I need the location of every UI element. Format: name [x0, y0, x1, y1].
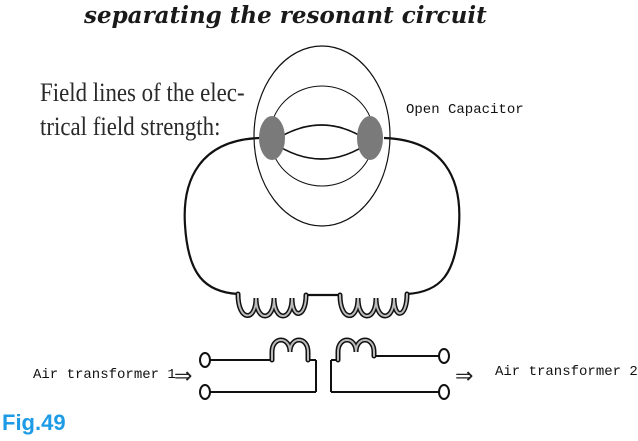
- terminal-1a: [199, 352, 211, 368]
- capacitor-plate-left: [259, 116, 285, 160]
- capacitor-plate-right: [357, 116, 383, 160]
- transformer-1-circuit: [210, 359, 317, 393]
- loop-coil-right: [337, 291, 410, 319]
- arrow-icon-2: ⇒: [455, 364, 473, 389]
- resonant-loop-wire: [183, 136, 461, 297]
- transformer-2-circuit: [330, 355, 440, 393]
- loop-coil-left: [235, 291, 309, 319]
- field-line-inner-bottom: [271, 141, 371, 160]
- terminal-1b: [199, 384, 211, 400]
- open-capacitor-label: Open Capacitor: [406, 102, 524, 118]
- arrow-icon-1: ⇒: [174, 364, 192, 389]
- loop-wire-left: [183, 136, 261, 296]
- air-transformer-1-label: Air transformer 1: [33, 367, 176, 383]
- air-transformer-2-label: Air transformer 2: [495, 364, 638, 380]
- figure-caption: Fig.49: [2, 410, 66, 435]
- field-lines-label: Field lines of the elec- trical field st…: [40, 76, 245, 144]
- diagram-title: separating the resonant circuit: [84, 2, 487, 29]
- transformer-1-coil: [269, 337, 311, 363]
- terminal-2b: [438, 384, 450, 400]
- field-lines-label-line2: trical field strength:: [40, 112, 221, 141]
- field-line-outer: [253, 45, 391, 227]
- field-lines-label-line1: Field lines of the elec-: [40, 78, 245, 107]
- loop-wire-right: [383, 136, 461, 296]
- transformer-2-coil: [335, 337, 377, 363]
- circuit-diagram: ⇒ ⇒: [174, 45, 473, 400]
- terminal-2a: [438, 348, 450, 364]
- field-line-inner-top: [271, 124, 371, 143]
